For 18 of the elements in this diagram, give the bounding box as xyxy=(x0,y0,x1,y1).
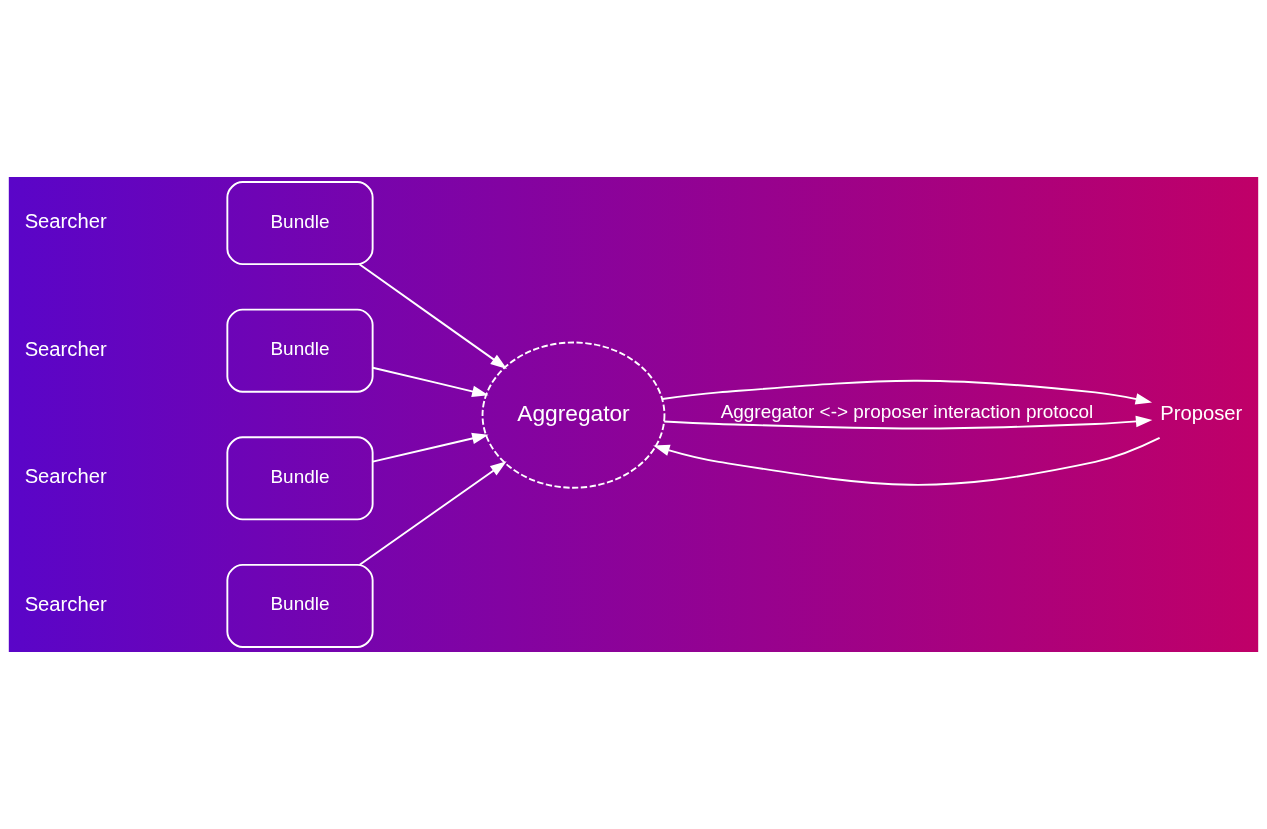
node-box: Bundle xyxy=(226,436,374,521)
node-box: Bundle xyxy=(226,181,374,266)
node-text: Proposer xyxy=(1160,401,1243,424)
arrow xyxy=(371,432,489,463)
node-text: Searcher xyxy=(24,209,107,232)
node-ellipse: Aggregator xyxy=(481,341,666,489)
node-box: Bundle xyxy=(226,563,374,648)
node-text: Searcher xyxy=(24,465,107,488)
edge-label: Aggregator <-> proposer interaction protocol xyxy=(720,400,1094,422)
node-text: Searcher xyxy=(24,592,107,615)
arrow xyxy=(358,461,507,566)
node-box: Bundle xyxy=(226,308,374,393)
arrow xyxy=(358,263,507,369)
node-text: Searcher xyxy=(24,337,107,360)
arrow xyxy=(661,379,1153,405)
arrow xyxy=(371,366,489,398)
arrow xyxy=(663,415,1153,430)
arrow xyxy=(653,437,1161,486)
